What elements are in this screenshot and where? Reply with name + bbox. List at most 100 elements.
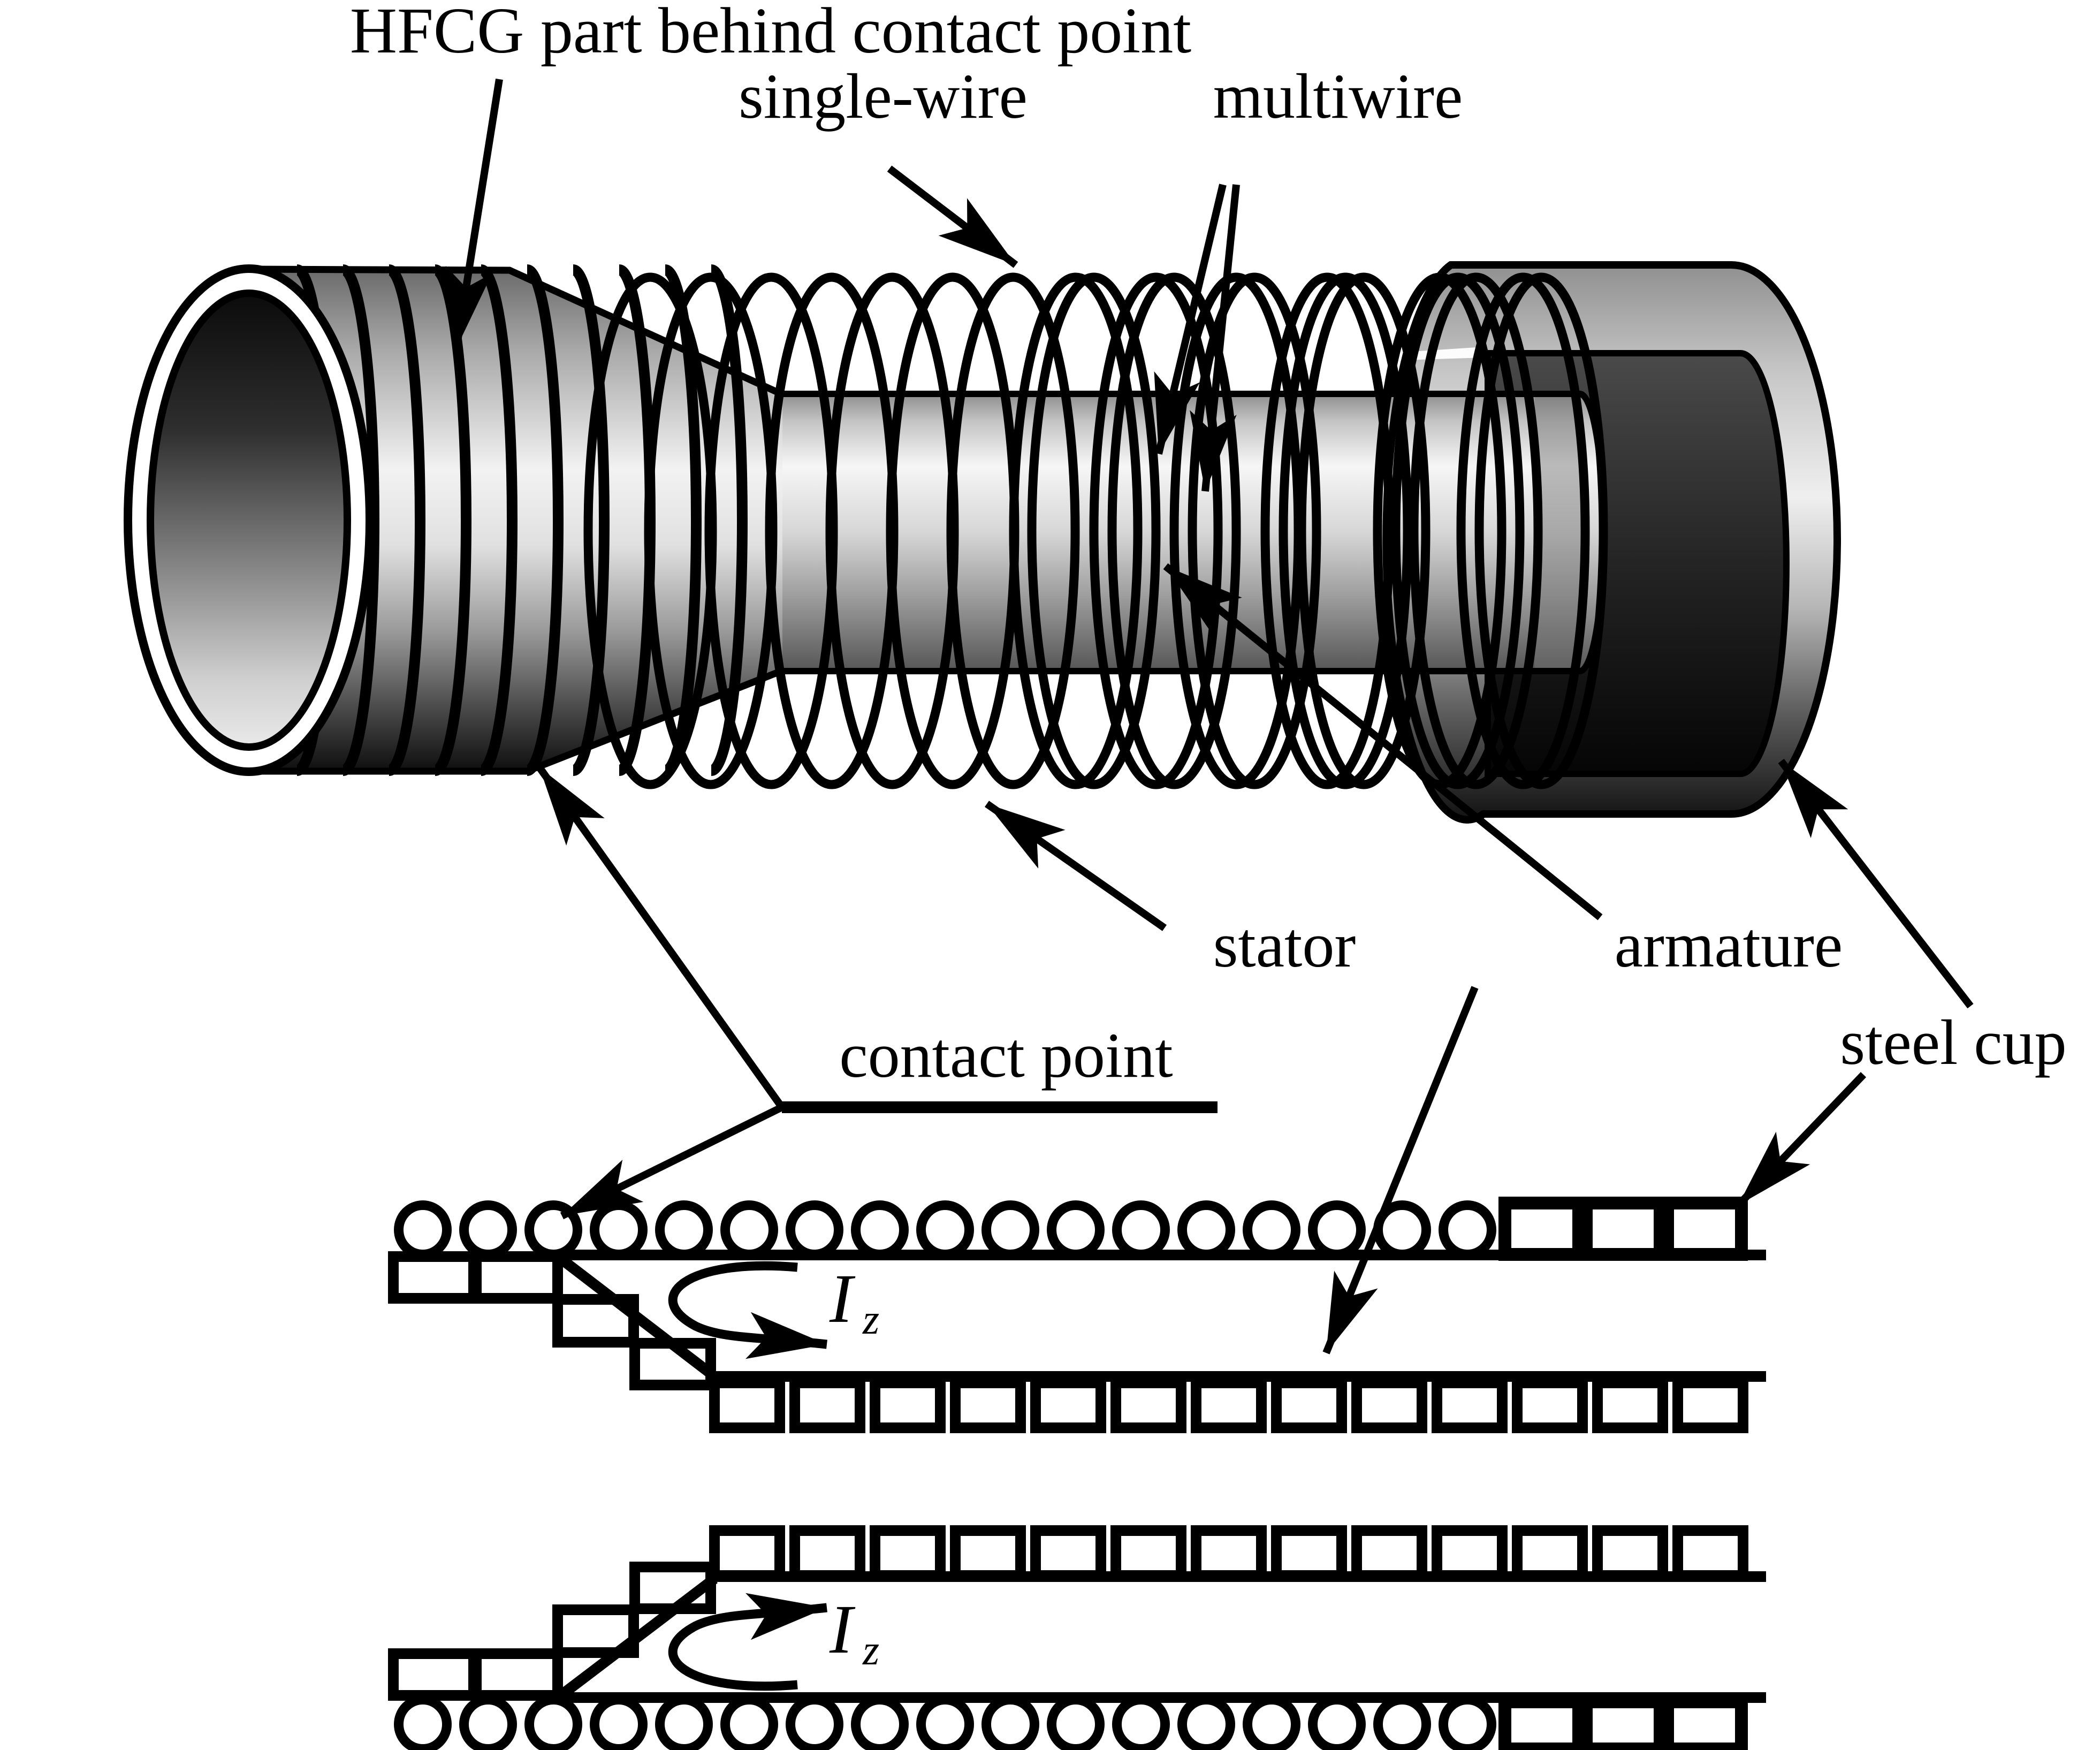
generator-3d	[124, 261, 1841, 824]
armature-arrow-schematic	[1322, 986, 1479, 1355]
conductor-square	[1512, 1525, 1588, 1581]
conductor-square	[870, 1378, 946, 1433]
current-label: I	[829, 1260, 856, 1337]
conductor-square	[1191, 1378, 1267, 1433]
armature-square	[471, 1251, 563, 1304]
wire-cross-section	[655, 1695, 713, 1750]
coil-turn	[1391, 272, 1525, 789]
coil-turn	[1409, 272, 1543, 789]
stator-bore	[147, 290, 351, 751]
conductor-square	[709, 1525, 785, 1581]
current-loop-arrow	[668, 1593, 827, 1691]
stator-plate-top	[557, 1250, 1766, 1260]
coil-turn	[1279, 272, 1412, 789]
armature-square	[388, 1648, 479, 1701]
conductor-square	[1432, 1525, 1508, 1581]
helical-coil	[583, 272, 1608, 789]
wire-cross-section	[1177, 1695, 1235, 1750]
wire-cross-section	[1439, 1200, 1496, 1259]
conductor-square	[1432, 1378, 1508, 1433]
wire-cross-section	[916, 1200, 974, 1259]
wire-cross-section	[655, 1200, 713, 1259]
current-label: I	[829, 1591, 856, 1668]
stator-wire-circles-bottom	[394, 1695, 1496, 1750]
multiwire-arrow	[1190, 184, 1240, 492]
winding-turn-arc	[572, 264, 610, 776]
conductor-square	[1030, 1378, 1106, 1433]
wire-cross-section	[851, 1200, 909, 1259]
callouts	[445, 78, 1974, 1355]
figure-title: HFCG part behind contact point	[350, 0, 1191, 67]
labels: HFCG part behind contact point single-wi…	[350, 0, 2067, 1091]
conductor-square	[1030, 1525, 1106, 1581]
contact-point-arrow-schematic	[560, 1104, 784, 1220]
armature-plate-bottom	[709, 1571, 1766, 1582]
wire-cross-section	[981, 1200, 1039, 1259]
current-label-subscript: z	[862, 1627, 879, 1674]
conductor-square	[950, 1525, 1026, 1581]
conductor-square	[1191, 1525, 1267, 1581]
label-multiwire: multiwire	[1213, 60, 1463, 132]
stator-wire-circles-top	[394, 1200, 1496, 1259]
wire-cross-section	[1308, 1695, 1366, 1750]
conductor-square	[950, 1378, 1026, 1433]
multiwire-arrow	[1154, 184, 1227, 455]
schematic-contact-bottom: I z	[388, 1525, 1766, 1750]
wire-cross-section	[394, 1695, 452, 1750]
wire-cross-section	[1373, 1695, 1431, 1750]
conductor-square	[1271, 1378, 1347, 1433]
wire-cross-section	[1177, 1200, 1235, 1259]
label-steel-cup: steel cup	[1840, 1007, 2066, 1078]
wire-cross-section	[1308, 1200, 1366, 1259]
steel-cup-section	[1580, 1197, 1667, 1261]
wire-cross-section	[1439, 1695, 1496, 1750]
armature-arrow-3d	[1163, 563, 1603, 920]
wire-cross-section	[786, 1200, 843, 1259]
current-label-subscript: z	[862, 1296, 879, 1343]
hfcg-part-arrow	[445, 78, 503, 349]
winding-turn-arc	[710, 264, 748, 776]
current-loop-arrow	[668, 1261, 827, 1359]
conductor-square	[1351, 1525, 1427, 1581]
wire-cross-section	[916, 1695, 974, 1750]
coil-turn	[1260, 272, 1394, 789]
label-armature: armature	[1615, 909, 1843, 980]
conductor-square	[870, 1525, 946, 1581]
conductor-square	[1351, 1378, 1427, 1433]
armature-expansion-edge	[557, 1254, 718, 1381]
wire-cross-section	[851, 1695, 909, 1750]
winding-turn-arc	[480, 264, 518, 776]
coil-turn	[1474, 272, 1608, 789]
steel-cup-section	[1580, 1695, 1667, 1750]
conductor-square	[789, 1525, 865, 1581]
steel-cup-arrow-3d	[1778, 758, 1974, 1009]
contact-point-arrow-3d	[536, 765, 785, 1110]
coil-turn	[946, 272, 1080, 789]
schematic-contact-top: I z	[388, 1197, 1766, 1433]
coil-turn	[1089, 272, 1223, 789]
wire-cross-section	[1243, 1695, 1300, 1750]
steel-cup-squares-bottom	[1498, 1695, 1748, 1750]
winding-turn-arc	[526, 264, 564, 776]
label-contact-point: contact point	[839, 1019, 1173, 1091]
conductor-square	[1592, 1525, 1668, 1581]
coil-turn	[1027, 272, 1161, 789]
steel-cup-section	[1498, 1197, 1585, 1261]
wire-cross-section	[590, 1200, 648, 1259]
wire-cross-section	[720, 1695, 778, 1750]
armature-square	[388, 1251, 479, 1304]
wire-cross-section	[720, 1200, 778, 1259]
conductor-square	[1672, 1378, 1748, 1433]
armature-expansion-edge	[557, 1574, 718, 1700]
wire-cross-section	[1047, 1200, 1105, 1259]
single-wire-arrow	[887, 165, 1018, 268]
wire-cross-section	[590, 1695, 648, 1750]
conductor-square	[1512, 1378, 1588, 1433]
armature-squares-row-bottom	[709, 1525, 1748, 1581]
wire-cross-section	[1112, 1200, 1170, 1259]
wire-cross-section	[524, 1695, 582, 1750]
coil-turn	[1188, 272, 1321, 789]
steel-cup-section	[1661, 1695, 1748, 1750]
conductor-square	[1592, 1378, 1668, 1433]
wire-cross-section	[1243, 1200, 1300, 1259]
